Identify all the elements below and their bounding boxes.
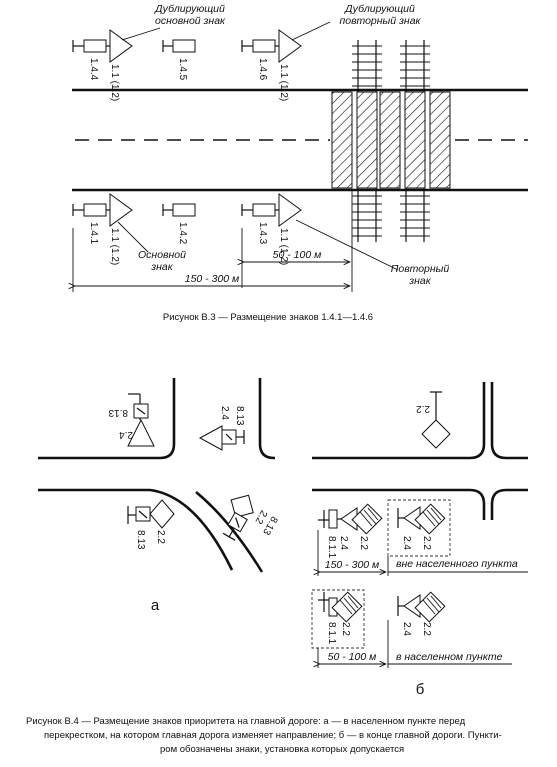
road-edge-b1 xyxy=(312,382,486,460)
road-edge-b3 xyxy=(312,488,486,520)
caption-b4-line-3: ром обозначены знаки, установка которых … xyxy=(160,744,404,755)
dimension-150-300-b: 150 - 300 м xyxy=(325,559,379,571)
caption-b4: Рисунок В.4 — Размещение знаков приорите… xyxy=(26,716,502,755)
road-edge-a4 xyxy=(195,490,264,573)
marker-sign-rect xyxy=(83,203,107,217)
sign-code-2-4: 2.4 xyxy=(401,622,412,636)
b-sign-cluster-outside-2: 2.4 2.2 xyxy=(387,499,451,557)
warning-triangle-sign xyxy=(109,193,133,227)
bottom-sign-group-3: 1.4.3 1.1 (1.2) xyxy=(241,193,302,265)
bottom-sign-group-2: 1.4.2 xyxy=(162,203,196,245)
label-inside-settlement: в населенном пункте xyxy=(396,651,503,663)
top-sign-group-3: 1.4.6 1.1 (1.2) xyxy=(241,29,302,101)
sign-code-1-1: 1.1 (1.2) xyxy=(109,228,120,265)
sign-code-2-4: 2.4 xyxy=(219,406,230,420)
dimension-150-300: 150 - 300 м xyxy=(185,273,239,285)
optional-sign-box xyxy=(387,499,451,557)
a-sign-cluster-4: 2.2 8.13 xyxy=(222,494,279,541)
sign-code-8-13: 8.13 xyxy=(108,407,128,418)
sign-code-2-2: 2.2 xyxy=(421,622,432,636)
sign-code-2-4: 2.4 xyxy=(119,429,133,440)
sign-code-8-1-1: 8.1.1 xyxy=(326,622,337,645)
sign-code-1-4-2: 1.4.2 xyxy=(177,222,188,245)
warning-triangle-sign xyxy=(109,29,133,63)
marker-sign-rect xyxy=(172,39,196,53)
dimension-50-100: 50 - 100 м xyxy=(273,249,322,261)
road-edge-a2 xyxy=(38,488,234,571)
yield-triangle-sign xyxy=(127,418,155,447)
b-sign-cluster-outside-1: 8.1.1 2.4 2.2 xyxy=(318,503,383,559)
a-sign-cluster-3: 8.13 2.2 xyxy=(127,499,175,550)
road-edge-a3 xyxy=(258,378,275,460)
road-edge-a1 xyxy=(38,378,176,460)
figure-b4-a: 8.13 2.4 2.4 8.13 8.13 2.2 xyxy=(38,378,279,614)
road-edge-b2 xyxy=(490,382,528,460)
bottom-sign-group-1: 1.4.1 1.1 (1.2) xyxy=(72,193,133,265)
caption-b3: Рисунок В.3 — Размещение знаков 1.4.1—1.… xyxy=(163,312,373,323)
marker-sign-rect xyxy=(83,39,107,53)
a-sign-cluster-2: 2.4 8.13 xyxy=(198,406,245,451)
marker-sign-rect xyxy=(252,203,276,217)
sign-code-1-4-6: 1.4.6 xyxy=(257,58,268,81)
sign-code-8-1-1: 8.1.1 xyxy=(326,536,337,559)
top-sign-group-1: 1.4.4 1.1 (1.2) xyxy=(72,29,133,101)
yield-triangle-sign xyxy=(198,425,223,451)
sign-code-1-4-1: 1.4.1 xyxy=(88,222,99,245)
railway-crossing xyxy=(331,40,451,242)
marker-sign-rect xyxy=(252,39,276,53)
label-outside-settlement: вне населенного пункта xyxy=(396,558,518,570)
sign-code-8-13: 8.13 xyxy=(234,406,245,426)
sign-code-2-4: 2.4 xyxy=(401,536,412,550)
letter-b: б xyxy=(416,681,425,698)
b-sign-top: 2.2 xyxy=(416,391,451,449)
top-sign-group-2: 1.4.5 xyxy=(162,39,196,81)
sign-code-2-2: 2.2 xyxy=(155,530,166,544)
road-edge-b4 xyxy=(490,488,528,520)
sign-code-1-1: 1.1 (1.2) xyxy=(109,64,120,101)
sign-code-1-4-3: 1.4.3 xyxy=(257,222,268,245)
caption-b4-line-1: Рисунок В.4 — Размещение знаков приорите… xyxy=(26,716,466,727)
warning-triangle-sign xyxy=(278,193,302,227)
b-sign-cluster-inside-2: 2.4 2.2 xyxy=(397,591,446,636)
b-sign-cluster-inside-1: 8.1.1 2.2 xyxy=(311,589,365,649)
sign-code-1-4-5: 1.4.5 xyxy=(177,58,188,81)
figure-b3: 1.4.4 1.1 (1.2) 1.4.5 1.4.6 1.1 (1.2) Ду… xyxy=(72,3,528,323)
caption-b4-line-2: перекрестком, на котором главная дорога … xyxy=(44,730,502,741)
priority-diamond-sign xyxy=(421,419,451,449)
sign-code-2-4: 2.4 xyxy=(338,536,349,550)
sign-code-2-2: 2.2 xyxy=(416,403,430,414)
optional-sign-box xyxy=(311,589,365,649)
sign-code-1-1: 1.1 (1.2) xyxy=(278,228,289,265)
sign-code-2-2: 2.2 xyxy=(358,536,369,550)
marker-sign-rect xyxy=(172,203,196,217)
sign-code-2-2: 2.2 xyxy=(421,536,432,550)
sign-code-1-1: 1.1 (1.2) xyxy=(278,64,289,101)
figure-b4-b: 2.2 8.1.1 2.4 2.2 2.4 2.2 xyxy=(311,382,528,698)
dimension-50-100-b: 50 - 100 м xyxy=(328,651,377,663)
priority-diamond-sign xyxy=(149,499,175,529)
warning-triangle-sign xyxy=(278,29,302,63)
a-sign-cluster-1: 8.13 2.4 xyxy=(108,393,155,447)
sign-code-2-2: 2.2 xyxy=(340,622,351,636)
sign-code-1-4-4: 1.4.4 xyxy=(88,58,99,81)
sign-code-8-13: 8.13 xyxy=(135,530,146,550)
letter-a: а xyxy=(151,597,160,614)
